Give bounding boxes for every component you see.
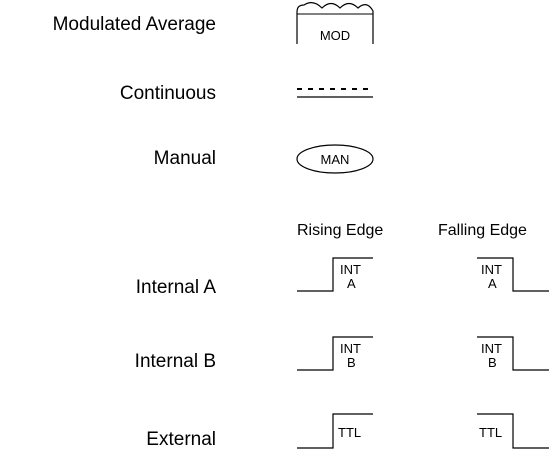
continuous-symbol [297,88,373,98]
internal-b-falling-symbol: INT B [477,336,549,371]
int-a-falling-a-text: A [488,276,497,291]
label-internal-b: Internal B [134,351,216,372]
internal-a-rising-symbol: INT A [297,257,373,292]
external-rising-symbol: TTL [297,413,373,449]
int-b-falling-b-text: B [488,355,497,370]
column-header-falling-edge: Falling Edge [438,222,527,239]
label-modulated-average: Modulated Average [52,14,216,35]
mod-text: MOD [320,28,350,43]
ttl-rising-text: TTL [338,425,361,440]
int-a-falling-int-text: INT [481,262,502,277]
int-b-rising-b-text: B [347,355,356,370]
external-falling-symbol: TTL [477,413,549,449]
int-a-rising-a-text: A [347,276,356,291]
manual-symbol: MAN [296,144,374,174]
int-b-falling-int-text: INT [481,341,502,356]
ttl-falling-text: TTL [479,425,502,440]
label-external: External [146,429,216,450]
int-a-rising-int-text: INT [340,262,361,277]
modulated-average-symbol: MOD [296,2,374,44]
column-header-rising-edge: Rising Edge [297,222,384,239]
label-internal-a: Internal A [135,277,216,298]
int-b-rising-int-text: INT [340,341,361,356]
label-continuous: Continuous [119,83,216,104]
man-text: MAN [321,152,350,167]
internal-a-falling-symbol: INT A [477,257,549,292]
label-manual: Manual [153,148,216,169]
internal-b-rising-symbol: INT B [297,336,373,371]
